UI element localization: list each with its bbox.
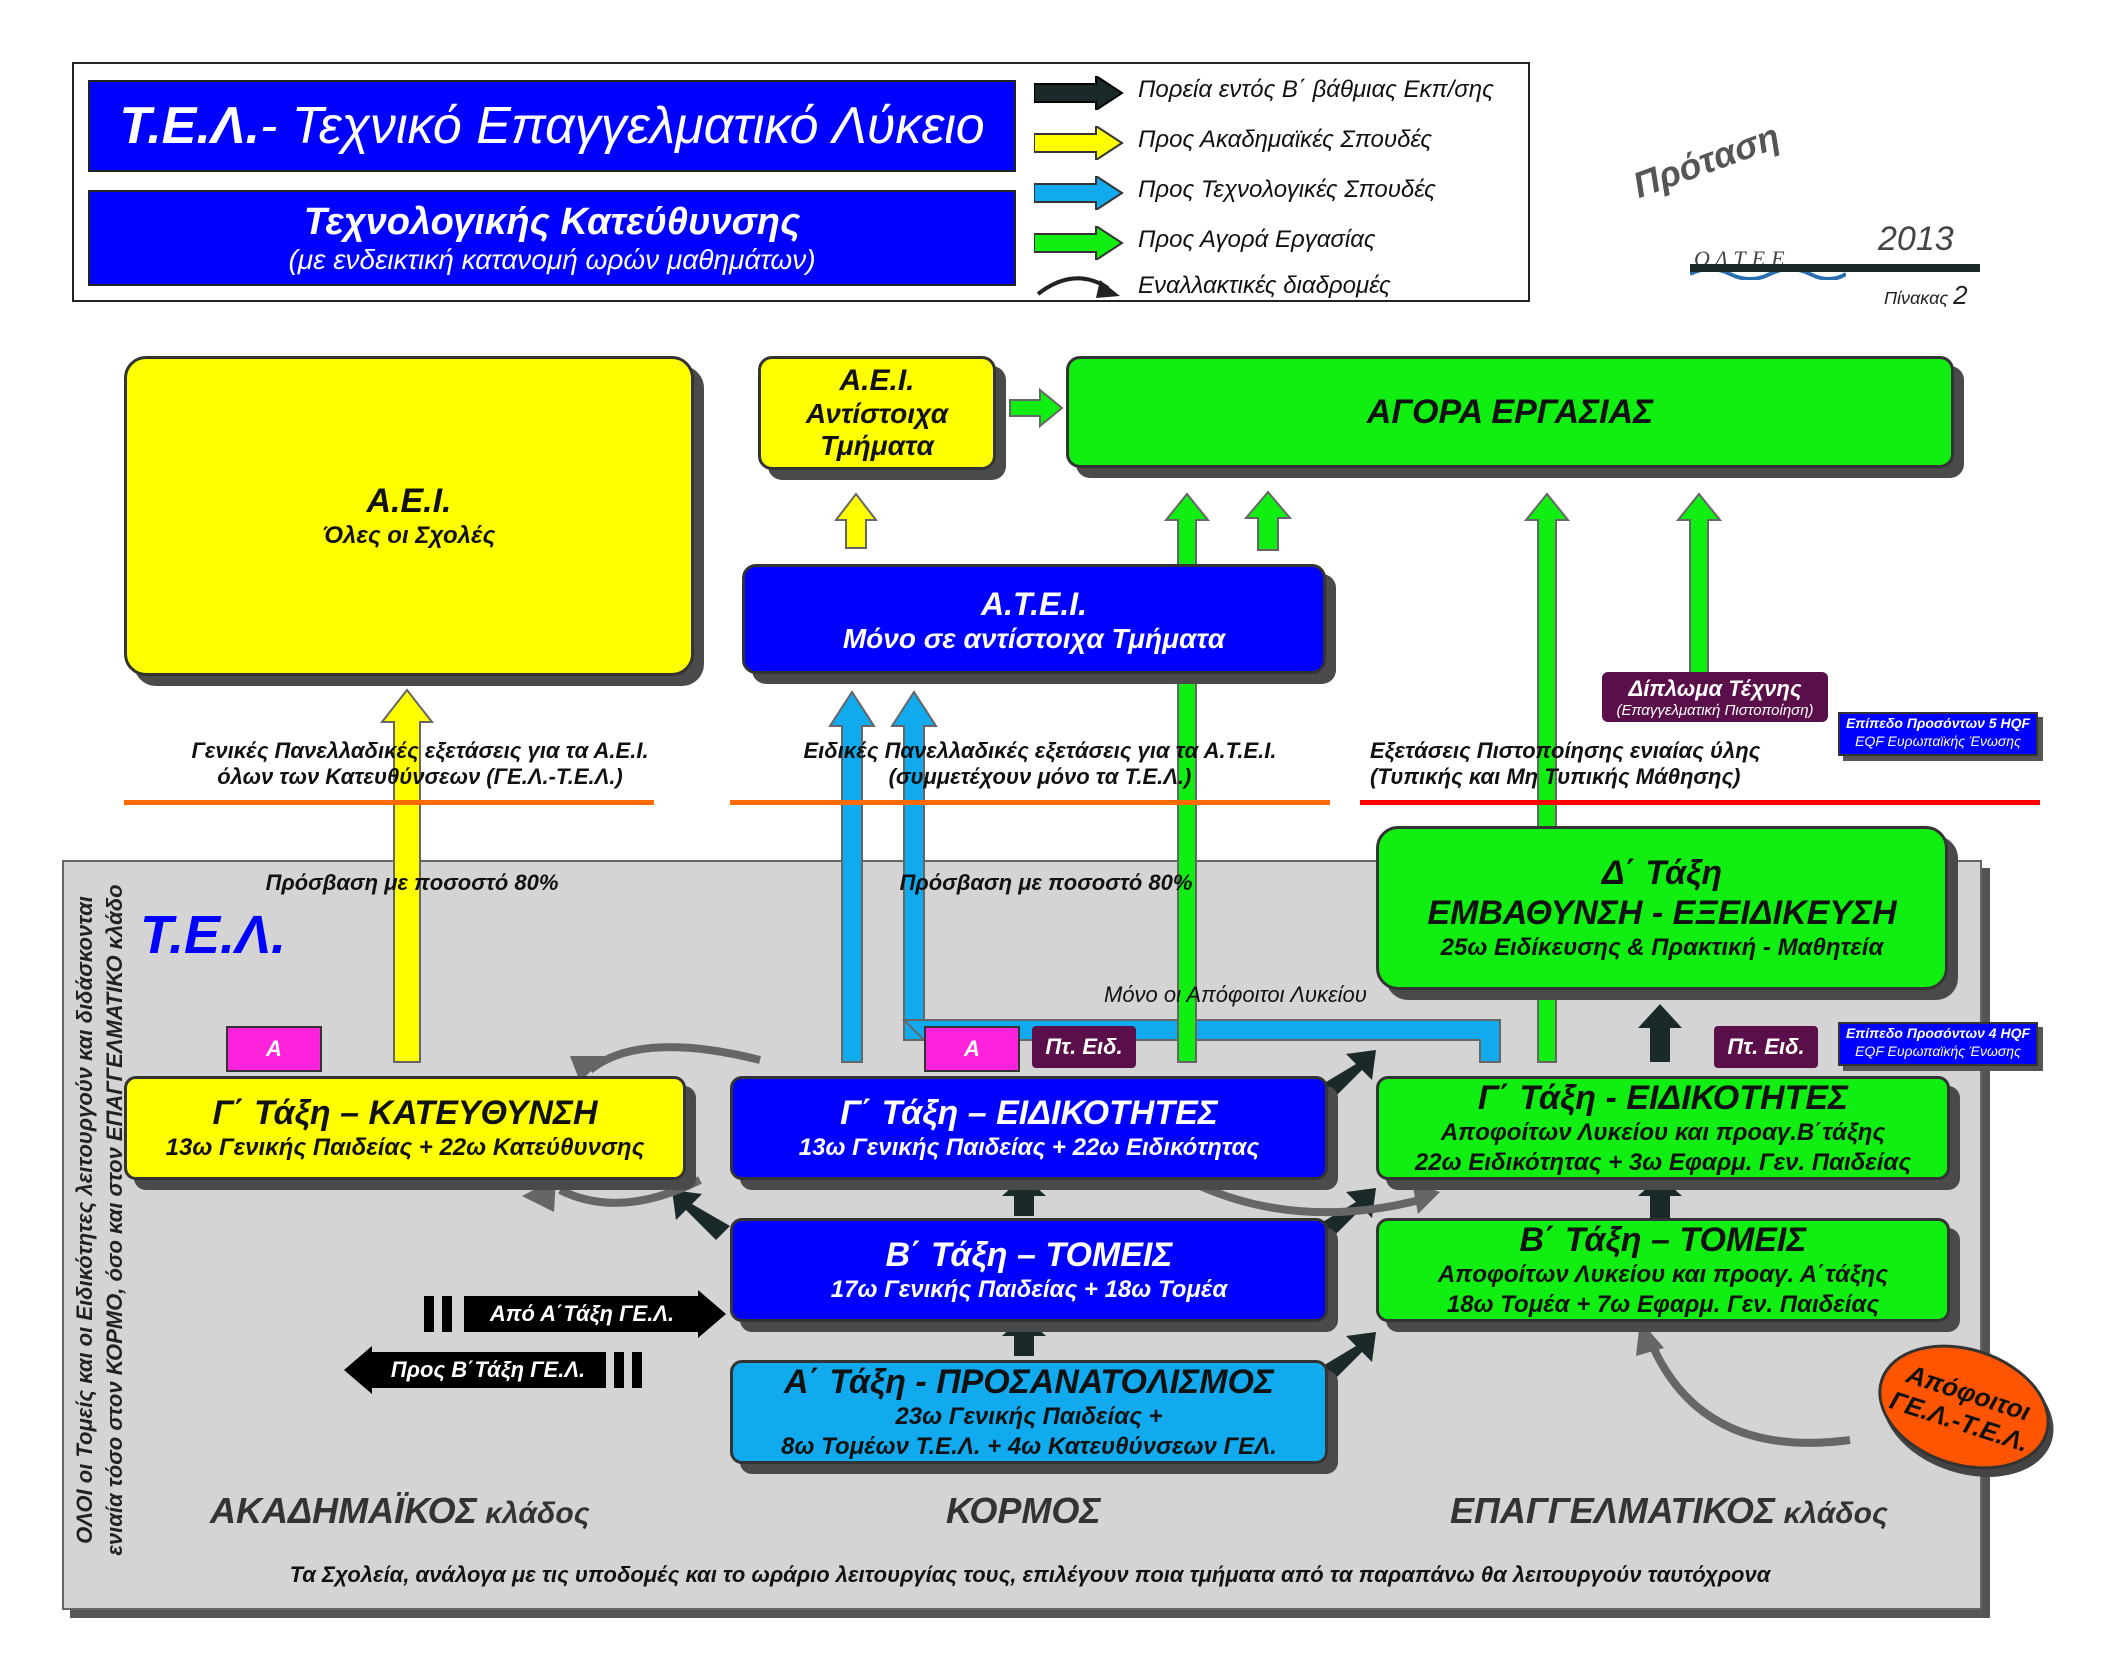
title-banner: Τ.Ε.Λ. - Τεχνικό Επαγγελματικό Λύκειο [88, 80, 1016, 172]
dark-arrow-icon [672, 1190, 730, 1240]
subtitle-note: (με ενδεικτική κατανομή ωρών μαθημάτων) [288, 243, 816, 275]
legend: Πορεία εντός Β΄ βάθμιας Εκπ/σης Προς Ακα… [1030, 70, 1530, 300]
legend-label-academic: Προς Ακαδημαϊκές Σπουδές [1138, 126, 1432, 153]
footer-note: Τα Σχολεία, ανάλογα με τις υποδομές και … [289, 1562, 1771, 1587]
blue-arrow-icon [890, 690, 938, 1041]
box-aei-all: Α.Ε.Ι. Όλες οι Σχολές [124, 356, 694, 676]
dark-arrow-icon [1002, 1176, 1046, 1216]
tag-a-academic: Α [226, 1026, 322, 1072]
exam-general: Γενικές Πανελλαδικές εξετάσεις για τα Α.… [191, 738, 649, 789]
green-arrow-icon [1034, 226, 1124, 260]
yellow-arrow-icon [379, 688, 435, 1063]
box-b-core: Β΄ Τάξη – ΤΟΜΕΙΣ 17ω Γενικής Παιδείας + … [730, 1218, 1328, 1322]
divider-special [730, 800, 1330, 805]
from-gel-arrow: Από Α΄Τάξη ΓΕ.Λ. [424, 1290, 726, 1338]
table-label: Πίνακας 2 [1884, 280, 1968, 310]
box-aei-corresponding: Α.Ε.Ι. Αντίστοιχα Τμήματα [758, 356, 996, 470]
legend-label-alternative: Εναλλακτικές διαδρομές [1138, 272, 1391, 299]
tag-pt-core: Πτ. Ειδ. [1032, 1026, 1136, 1068]
divider-general [124, 800, 654, 805]
to-gel-arrow: Προς Β΄Τάξη ΓΕ.Λ. [344, 1346, 646, 1394]
box-labour-market: ΑΓΟΡΑ ΕΡΓΑΣΙΑΣ [1066, 356, 1954, 468]
logo-bar [1690, 264, 1980, 272]
branch-core: ΚΟΡΜΟΣ [946, 1490, 1101, 1531]
tag-a-core: Α [924, 1026, 1020, 1072]
legend-label-technological: Προς Τεχνολογικές Σπουδές [1138, 176, 1436, 203]
curved-arrow-icon [1036, 276, 1120, 298]
box-atei: Α.Τ.Ε.Ι. Μόνο σε αντίστοιχα Τμήματα [742, 564, 1326, 674]
dark-arrow-icon [1002, 1316, 1046, 1356]
from-gel-label: Από Α΄Τάξη ΓΕ.Λ. [464, 1296, 700, 1332]
branch-academic: ΑΚΑΔΗΜΑΪΚΟΣ κλάδος [210, 1490, 590, 1531]
green-arrow-icon [1243, 490, 1293, 551]
dark-arrow-icon [1316, 1050, 1376, 1102]
title-rest: - Τεχνικό Επαγγελματικό Λύκειο [259, 97, 985, 155]
tag-pt-vocational: Πτ. Ειδ. [1714, 1026, 1818, 1068]
diploma-badge: Δίπλωμα Τέχνης (Επαγγελματική Πιστοποίησ… [1602, 672, 1828, 722]
exam-certification: Εξετάσεις Πιστοποίησης ενιαίας ύλης(Τυπι… [1370, 738, 1761, 789]
box-a-class: Α΄ Τάξη - ΠΡΟΣΑΝΑΤΟΛΙΣΜΟΣ 23ω Γενικής Πα… [730, 1360, 1328, 1464]
legend-label-secondary: Πορεία εντός Β΄ βάθμιας Εκπ/σης [1138, 76, 1494, 103]
access-academic: Πρόσβαση με ποσοστό 80% [265, 870, 559, 895]
legend-label-market: Προς Αγορά Εργασίας [1138, 226, 1376, 253]
title-bold: Τ.Ε.Λ. [119, 97, 260, 155]
curved-arrow-icon [1198, 1182, 1421, 1217]
box-b-vocational: Β΄ Τάξη – ΤΟΜΕΙΣ Αποφοίτων Λυκείου και π… [1376, 1218, 1950, 1322]
yellow-arrow-icon [1034, 126, 1124, 160]
dark-arrow-icon [1316, 1332, 1376, 1384]
curved-arrow-icon [587, 1043, 761, 1074]
divider-certification [1360, 800, 2040, 805]
subtitle-banner: Τεχνολογικής Κατεύθυνσης (με ενδεικτική … [88, 190, 1016, 286]
dark-arrow-icon [1638, 1004, 1682, 1062]
green-arrow-icon [1163, 492, 1211, 1063]
curved-arrow-icon [1646, 1338, 1851, 1447]
subtitle: Τεχνολογικής Κατεύθυνσης [303, 200, 801, 243]
yellow-arrow-icon [833, 492, 879, 549]
box-d-class: Δ΄ Τάξη ΕΜΒΑΘΥΝΣΗ - ΕΞΕΙΔΙΚΕΥΣΗ 25ω Ειδί… [1376, 826, 1948, 990]
dark-arrow-icon [1034, 76, 1124, 110]
tel-label: Τ.Ε.Λ. [140, 905, 287, 965]
dark-arrow-icon [1638, 1176, 1682, 1220]
year-label: 2013 [1878, 220, 1954, 258]
box-g-core: Γ΄ Τάξη – ΕΙΔΙΚΟΤΗΤΕΣ 13ω Γενικής Παιδεί… [730, 1076, 1328, 1180]
curved-arrow-icon [558, 1176, 702, 1207]
access-core: Πρόσβαση με ποσοστό 80% [899, 870, 1193, 895]
box-g-vocational: Γ΄ Τάξη - ΕΙΔΙΚΟΤΗΤΕΣ Αποφοίτων Λυκείου … [1376, 1076, 1950, 1180]
blue-arrow-icon [1034, 176, 1124, 210]
blue-arrow-icon [828, 690, 876, 1063]
green-arrow-icon [1009, 387, 1064, 429]
branch-vocational: ΕΠΑΓΓΕΛΜΑΤΙΚΟΣ κλάδος [1450, 1490, 1888, 1531]
green-arrow-icon [1675, 492, 1723, 689]
exam-special: Ειδικές Πανελλαδικές εξετάσεις για τα Α.… [803, 738, 1277, 789]
only-graduates-label: Μόνο οι Απόφοιτοι Λυκείου [1104, 982, 1367, 1007]
box-g-academic: Γ΄ Τάξη – ΚΑΤΕΥΘΥΝΣΗ 13ω Γενικής Παιδεία… [124, 1076, 686, 1180]
to-gel-label: Προς Β΄Τάξη ΓΕ.Λ. [370, 1352, 606, 1388]
